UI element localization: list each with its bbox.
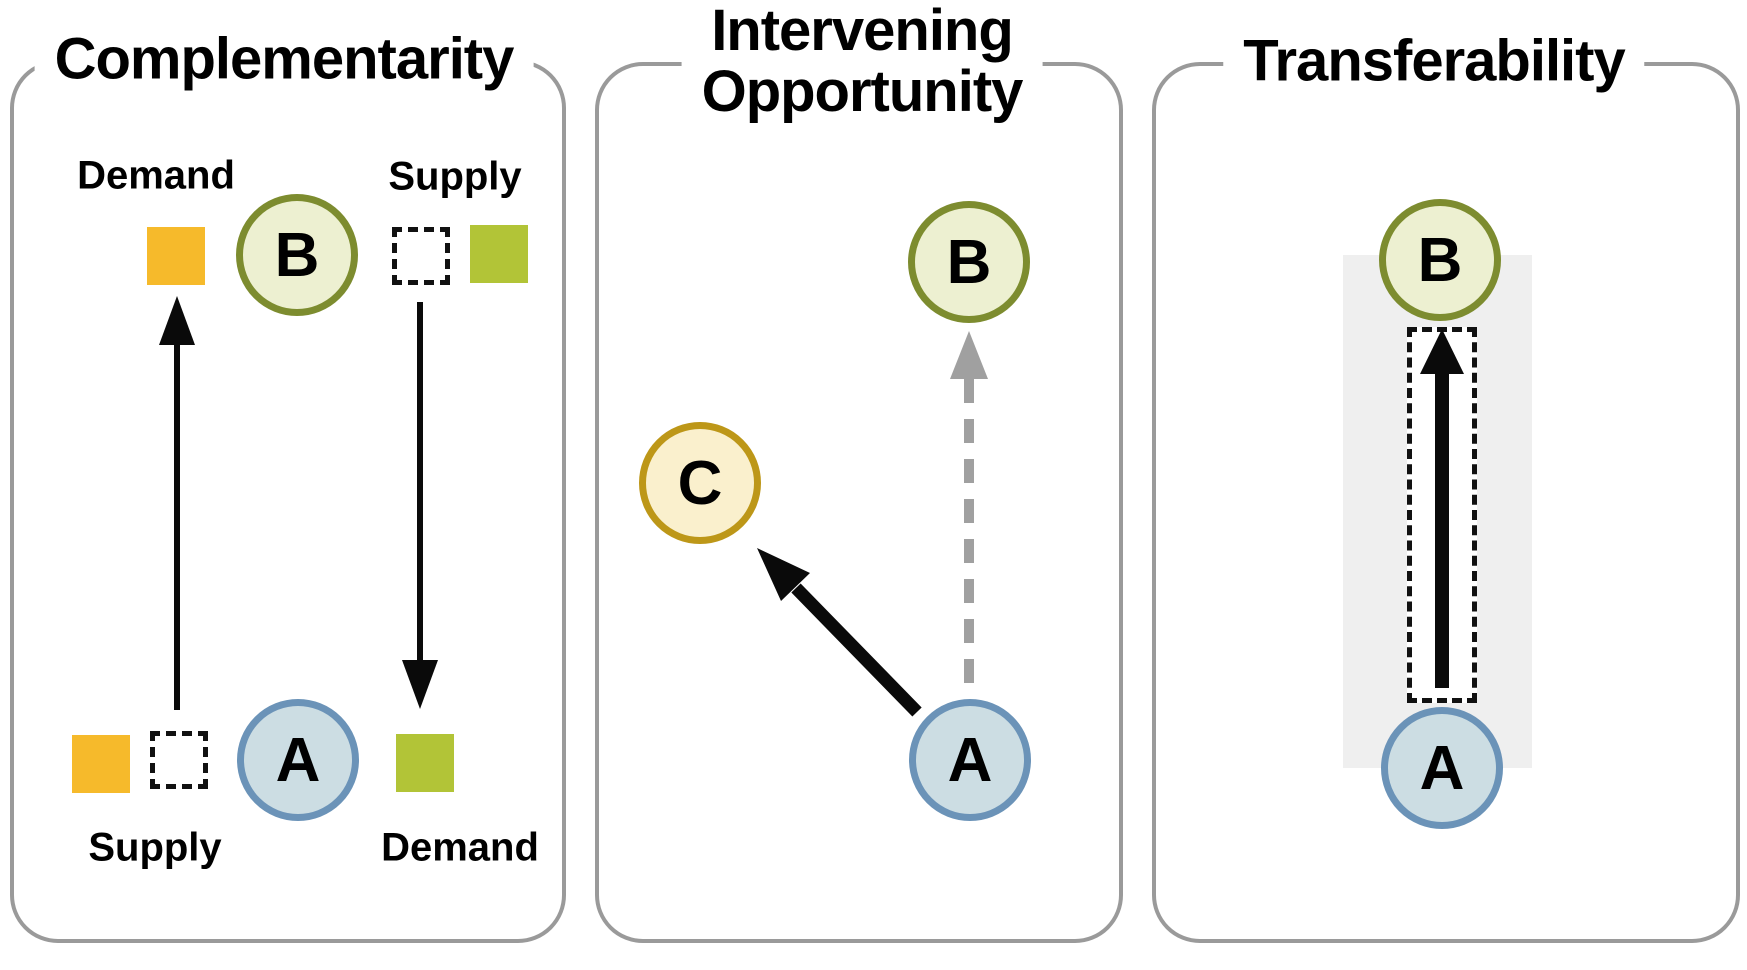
title-line-1: Intervening [711,0,1014,64]
transfer-arrow-a-to-b [1420,329,1464,688]
demand-label-bottom: Demand [381,825,539,870]
node-a-transferability: A [1381,707,1503,829]
node-b-letter: B [1417,225,1463,295]
green-square-supply-top [470,225,528,283]
panel-title-complementarity: Complementarity [34,29,534,91]
flow-arrow-up-a-to-b [159,296,195,710]
node-a-intervening: A [909,699,1031,821]
panel-title-intervening-opportunity: Intervening Opportunity [681,0,1043,124]
node-a-letter: A [947,725,993,795]
orange-square-demand-top [147,227,205,285]
flow-arrow-down-b-to-a [402,302,438,709]
orange-square-supply-bottom [72,735,130,793]
node-b-complementarity: B [236,194,358,316]
dashed-square-supply-bottom [150,731,208,789]
supply-label-bottom: Supply [88,825,222,870]
dashed-arrow-a-to-b [950,331,988,683]
node-b-letter: B [946,227,992,297]
title-line-2: Opportunity [701,59,1024,124]
demand-label-top: Demand [77,153,235,198]
node-c-intervening: C [639,422,761,544]
node-a-complementarity: A [237,699,359,821]
node-c-letter: C [677,448,723,518]
node-b-letter: B [274,220,320,290]
node-a-letter: A [1419,733,1465,803]
node-b-intervening: B [908,201,1030,323]
green-square-demand-bottom [396,734,454,792]
node-a-letter: A [275,725,321,795]
node-b-transferability: B [1379,199,1501,321]
supply-label-top: Supply [388,154,522,199]
panel-title-transferability: Transferability [1223,31,1645,93]
dashed-square-supply-top [392,227,450,285]
solid-arrow-a-to-c [757,548,922,717]
